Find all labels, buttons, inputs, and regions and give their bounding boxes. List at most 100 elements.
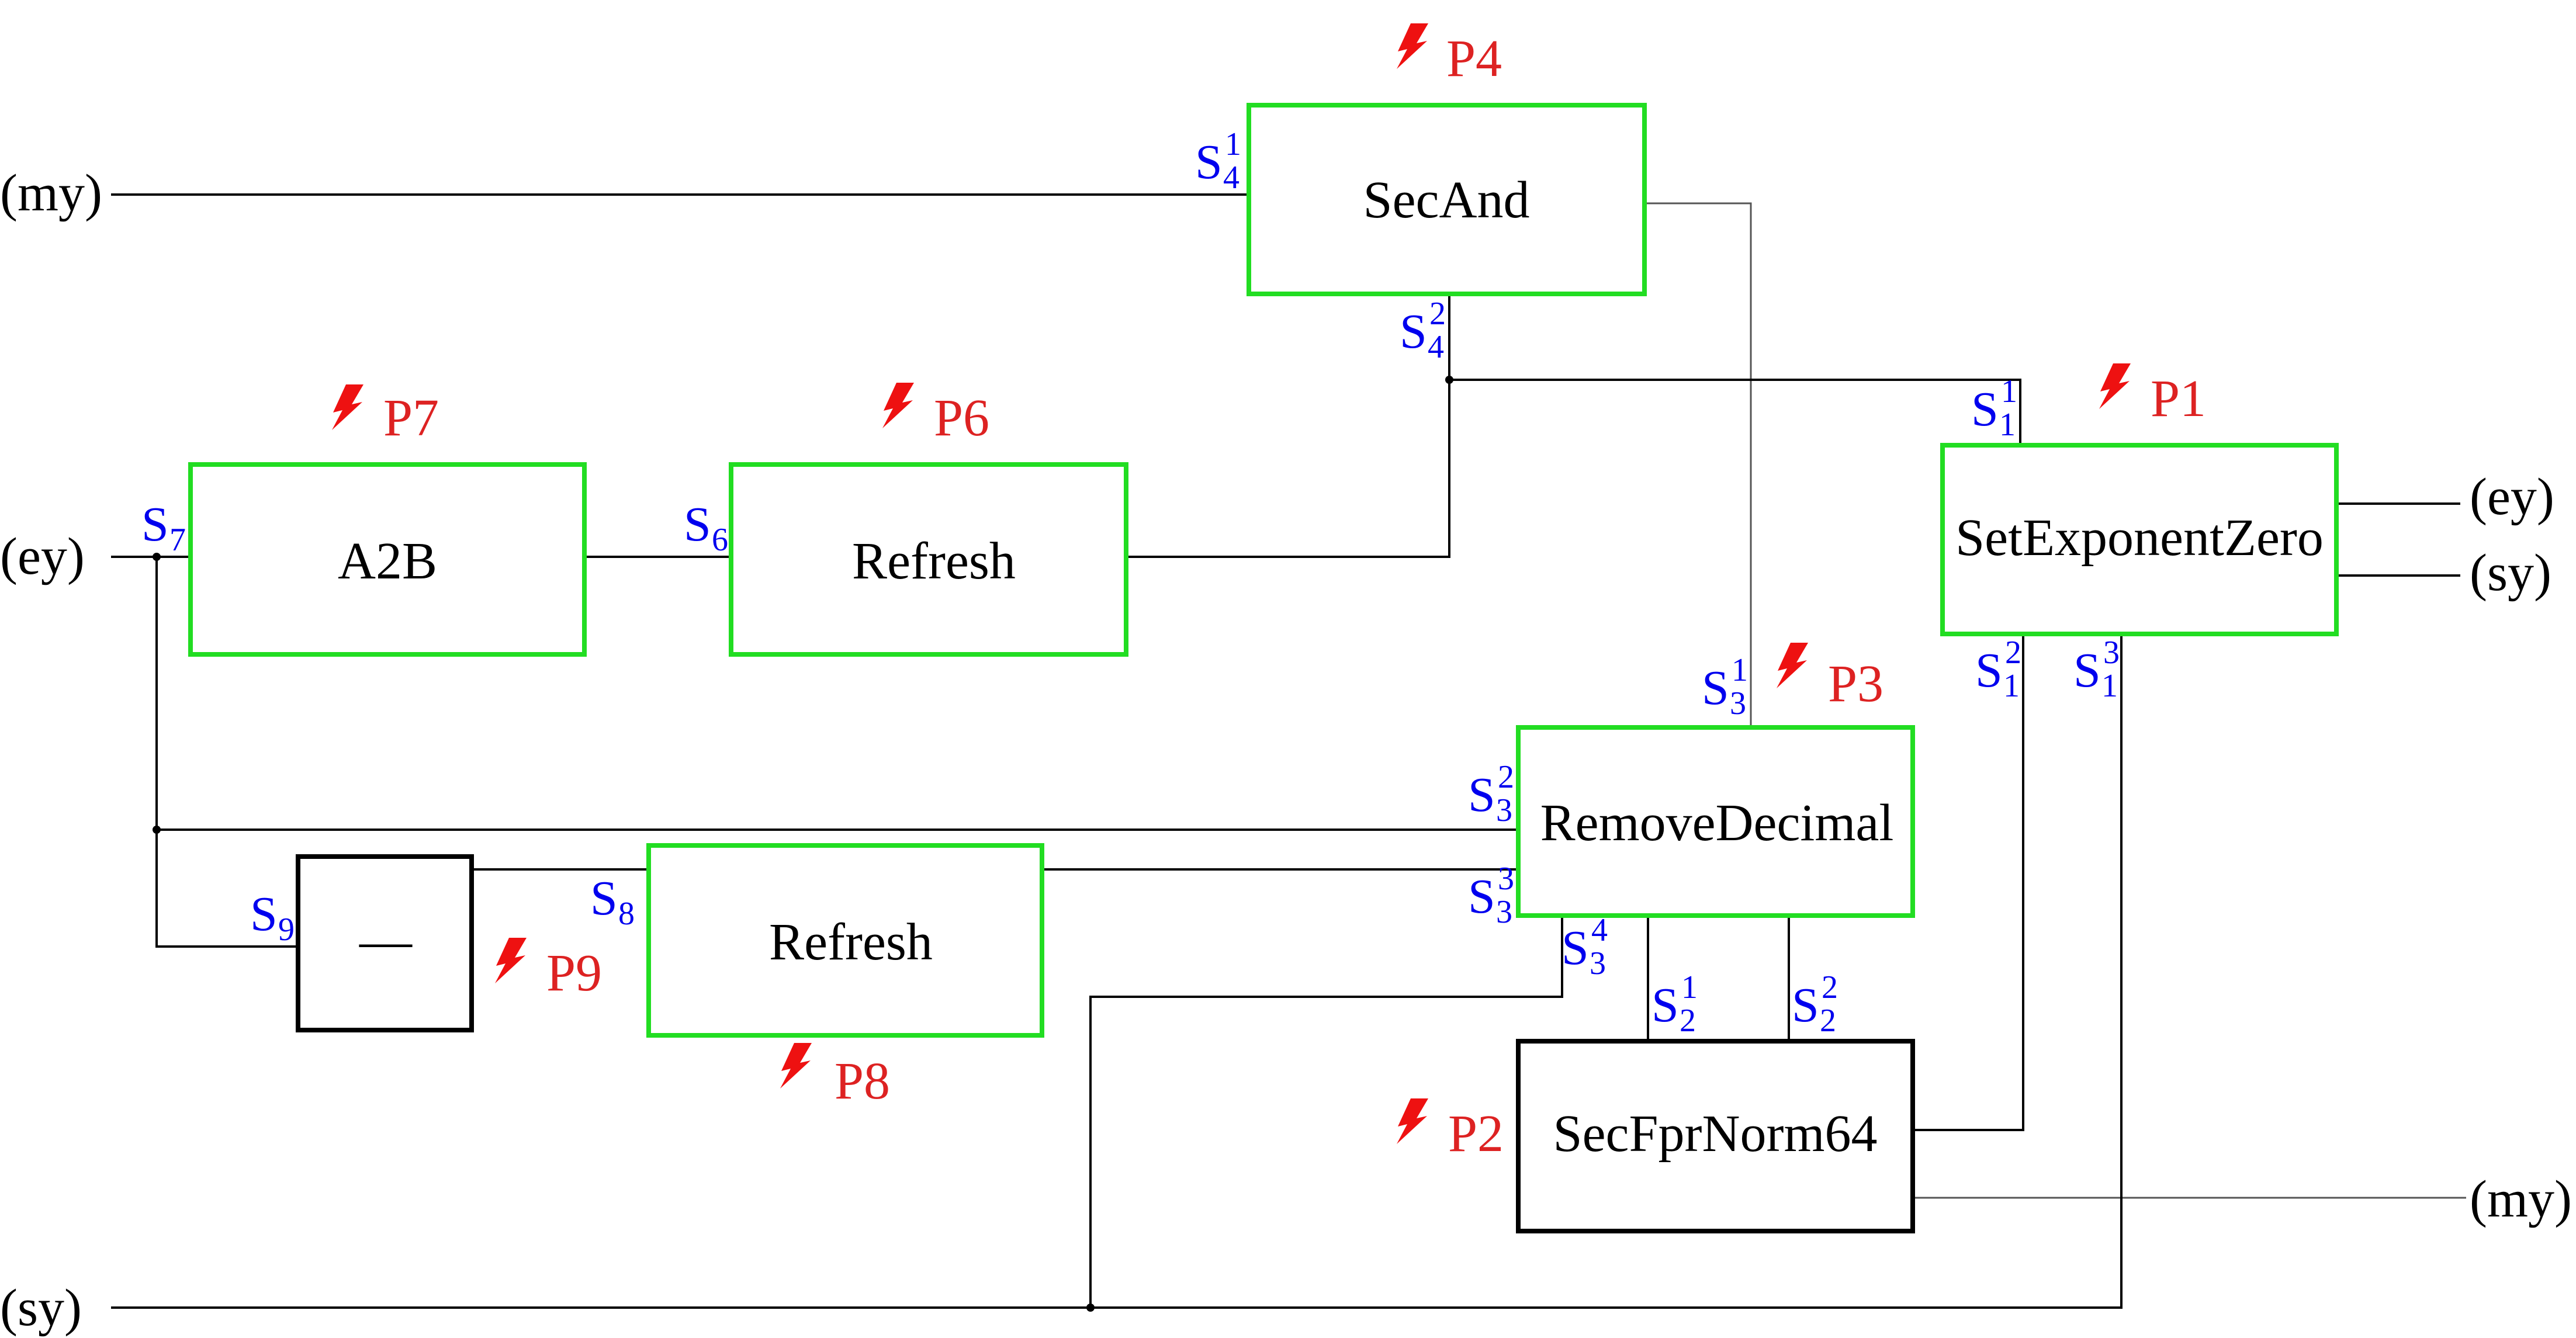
- input-sy-label: (sy): [0, 1279, 82, 1337]
- probe-p7: P7: [332, 384, 439, 447]
- block-remove-decimal-border: [1516, 725, 1915, 918]
- port-s3-1-base: S: [1702, 661, 1729, 715]
- port-s1-3-sub: 1: [2101, 668, 2118, 704]
- probe-p4-label: P4: [1446, 30, 1502, 88]
- block-secand: SecAnd: [1247, 103, 1647, 296]
- port-s4-1-sup: 1: [1225, 126, 1241, 162]
- port-s2-2: S 2 2: [1792, 969, 1838, 1039]
- input-my-label: (my): [0, 164, 102, 222]
- probe-p8-label: P8: [835, 1052, 890, 1110]
- port-s6-base: S: [684, 497, 711, 552]
- port-s3-1-sup: 1: [1732, 652, 1748, 688]
- lightning-bolt-icon: [332, 384, 363, 430]
- probe-p6: P6: [882, 383, 989, 447]
- probe-p1: P1: [2099, 363, 2206, 428]
- port-s1-3: S 3 1: [2073, 635, 2120, 704]
- block-negation-label: —: [359, 912, 413, 970]
- lightning-bolt-icon: [780, 1043, 812, 1089]
- block-secfprnorm64: SecFprNorm64: [1516, 1039, 1915, 1233]
- block-set-exponent-zero-border: [1940, 443, 2339, 636]
- probe-p3: P3: [1777, 643, 1883, 713]
- port-s1-3-sup: 3: [2103, 635, 2120, 671]
- port-s3-2-base: S: [1468, 768, 1495, 822]
- port-s2-1-sup: 1: [1681, 969, 1698, 1006]
- block-a2b: A2B: [188, 462, 587, 657]
- wire-junction-to-setexponentzero: [1449, 379, 2021, 445]
- port-s3-1-sub: 3: [1730, 685, 1746, 722]
- wire-sy-to-removedecimal: [1089, 916, 1563, 1308]
- lightning-bolt-icon: [1397, 23, 1428, 69]
- probe-p2-label: P2: [1448, 1105, 1504, 1163]
- probe-p9: P9: [495, 938, 602, 1002]
- output-ey-label: (ey): [2470, 468, 2554, 526]
- probe-p1-label: P1: [2151, 370, 2206, 428]
- lightning-bolt-icon: [2099, 363, 2131, 409]
- block-a2b-label: A2B: [338, 532, 437, 590]
- port-s1-1-sub: 1: [1999, 407, 2016, 443]
- port-s3-2-sub: 3: [1496, 792, 1512, 829]
- probe-p3-label: P3: [1828, 655, 1883, 713]
- port-s9-sub: 9: [278, 911, 295, 948]
- wire-ey-branch: [155, 557, 298, 948]
- port-s1-1-base: S: [1971, 382, 1999, 436]
- port-s1-2-sub: 1: [2003, 668, 2020, 704]
- port-s3-4: S 4 3: [1561, 912, 1608, 982]
- port-s6-sub: 6: [712, 522, 728, 558]
- block-refresh-top-label: Refresh: [852, 532, 1016, 590]
- block-negation-border: [296, 854, 474, 1032]
- port-s3-4-base: S: [1561, 921, 1589, 975]
- port-s1-1-sup: 1: [2001, 373, 2017, 410]
- port-s3-3-base: S: [1468, 869, 1495, 924]
- port-s3-3: S 3 3: [1468, 861, 1514, 930]
- block-refresh-top-border: [729, 462, 1128, 657]
- port-s7-sub: 7: [169, 522, 186, 558]
- port-s3-4-sub: 3: [1590, 945, 1606, 982]
- output-sy-label: (sy): [2470, 544, 2551, 602]
- block-remove-decimal-label: RemoveDecimal: [1540, 794, 1894, 852]
- junction-ey-branch: [153, 826, 161, 834]
- wires: [111, 193, 2466, 1309]
- output-my-label: (my): [2470, 1170, 2572, 1228]
- block-secfprnorm64-border: [1516, 1039, 1915, 1233]
- port-s1-3-base: S: [2073, 643, 2101, 698]
- port-s3-2-sup: 2: [1498, 759, 1514, 795]
- block-secand-border: [1247, 103, 1647, 296]
- port-s2-2-sup: 2: [1822, 969, 1838, 1006]
- junction-secand-bottom: [1445, 376, 1453, 384]
- probe-p9-label: P9: [546, 944, 602, 1002]
- block-remove-decimal: RemoveDecimal: [1516, 725, 1915, 918]
- block-refresh-bottom: Refresh: [646, 843, 1044, 1038]
- port-s8-sub: 8: [618, 896, 635, 932]
- port-s1-2-base: S: [1975, 643, 2003, 698]
- probe-p7-label: P7: [383, 389, 439, 447]
- port-s2-2-base: S: [1792, 978, 1819, 1032]
- port-s2-1-sub: 2: [1680, 1003, 1696, 1039]
- wire-secand-to-removedecimal: [1644, 202, 1752, 727]
- wire-secfprnorm-to-setexponentzero: [1913, 634, 2024, 1131]
- block-secand-label: SecAnd: [1363, 171, 1530, 229]
- port-s4-2: S 2 4: [1400, 296, 1446, 365]
- port-s4-2-sub: 4: [1428, 329, 1444, 365]
- probe-p6-label: P6: [934, 389, 989, 447]
- lightning-bolt-icon: [882, 383, 914, 428]
- block-set-exponent-zero-label: SetExponentZero: [1955, 509, 2324, 567]
- port-s1-2-sup: 2: [2005, 635, 2021, 671]
- block-secfprnorm64-label: SecFprNorm64: [1553, 1105, 1878, 1163]
- port-s3-4-sup: 4: [1591, 912, 1608, 948]
- port-s2-1-base: S: [1651, 978, 1679, 1032]
- junction-sy-input: [1086, 1304, 1095, 1312]
- port-s9: S 9: [250, 887, 295, 948]
- block-negation: —: [296, 854, 474, 1032]
- port-s2-1: S 1 2: [1651, 969, 1698, 1039]
- port-s6: S 6: [684, 497, 728, 558]
- probe-p2: P2: [1397, 1098, 1504, 1163]
- block-refresh-top: Refresh: [729, 462, 1128, 657]
- block-a2b-border: [188, 462, 587, 657]
- port-s1-1: S 1 1: [1971, 373, 2017, 443]
- wire-refresh-to-secand: [1126, 380, 1450, 558]
- port-s7-base: S: [141, 497, 169, 552]
- port-s4-1: S 1 4: [1195, 126, 1241, 196]
- block-set-exponent-zero: SetExponentZero: [1940, 443, 2339, 636]
- port-s4-1-sub: 4: [1223, 160, 1239, 196]
